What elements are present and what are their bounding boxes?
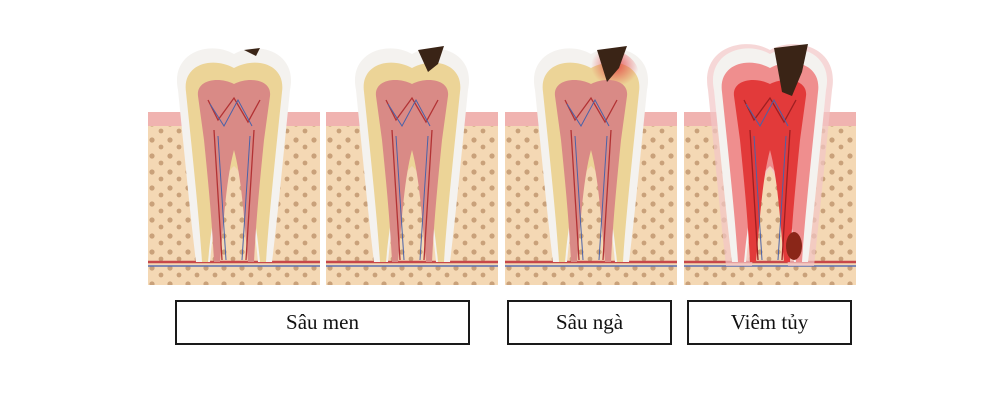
label-enamel-decay: Sâu men bbox=[175, 300, 470, 345]
panel-pulpitis bbox=[684, 40, 856, 285]
panel-dentin-decay bbox=[505, 40, 677, 285]
decay-spot bbox=[774, 44, 808, 96]
label-pulpitis: Viêm tủy bbox=[687, 300, 852, 345]
decay-spot bbox=[244, 48, 260, 56]
abscess bbox=[786, 232, 802, 260]
panel-enamel-decay-advanced bbox=[326, 40, 498, 285]
decay-spot bbox=[418, 46, 444, 72]
panel-enamel-decay bbox=[148, 40, 320, 285]
decay-spot bbox=[597, 46, 627, 82]
label-dentin-decay: Sâu ngà bbox=[507, 300, 672, 345]
